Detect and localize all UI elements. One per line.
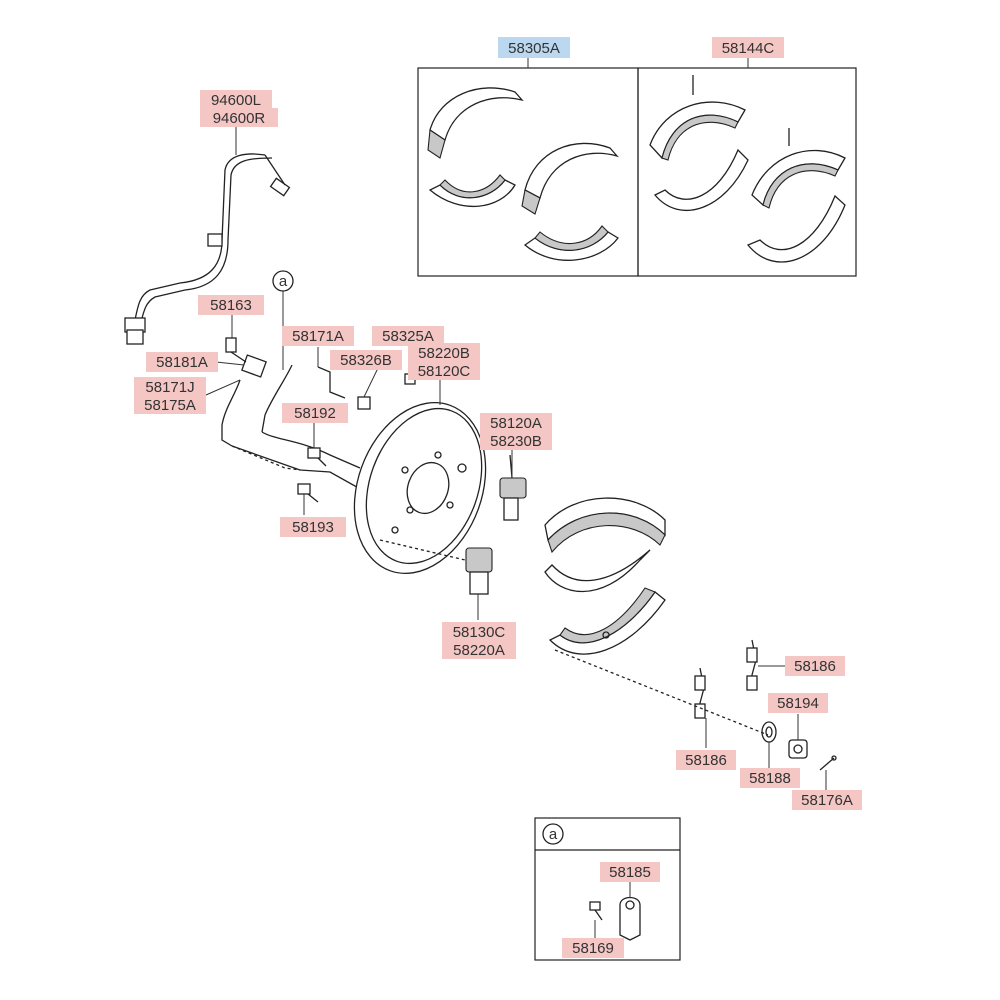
svg-text:58186: 58186: [685, 752, 727, 769]
brake-hose: [124, 153, 291, 345]
svg-text:58163: 58163: [210, 297, 252, 314]
return-springs: [694, 639, 758, 719]
part-label-58144C[interactable]: 58144C: [712, 37, 784, 58]
svg-text:58220B: 58220B: [418, 345, 470, 362]
part-label-58171A[interactable]: 58171A: [282, 326, 354, 346]
svg-text:58130C: 58130C: [453, 624, 506, 641]
svg-text:58188: 58188: [749, 770, 791, 787]
assembly-lines: [231, 445, 769, 736]
leader-lines: [205, 58, 827, 938]
svg-text:58176A: 58176A: [801, 792, 853, 809]
svg-text:58181A: 58181A: [156, 354, 208, 371]
part-label-58120A[interactable]: 58120A: [480, 413, 552, 432]
svg-text:94600L: 94600L: [211, 92, 261, 109]
part-label-58305A[interactable]: 58305A: [498, 37, 570, 58]
svg-text:58194: 58194: [777, 695, 819, 712]
part-label-58130C[interactable]: 58130C: [442, 622, 516, 641]
part-label-58220A[interactable]: 58220A: [442, 640, 516, 659]
svg-text:58186: 58186: [794, 658, 836, 675]
part-label-58230B[interactable]: 58230B: [480, 431, 552, 450]
inset-box: a: [534, 817, 681, 961]
svg-text:58220A: 58220A: [453, 642, 505, 659]
part-label-58181A[interactable]: 58181A: [146, 352, 218, 372]
brake-shoe-assembly: [544, 497, 666, 655]
part-label-58194[interactable]: 58194: [768, 693, 828, 713]
part-label-58175A[interactable]: 58175A: [134, 395, 206, 414]
adjuster-pin: [819, 755, 837, 771]
part-label-58188[interactable]: 58188: [740, 768, 800, 788]
part-label-58186-upper[interactable]: 58186: [785, 656, 845, 676]
detail-a-callout: a: [272, 270, 294, 370]
washer: [761, 721, 777, 743]
svg-text:58171A: 58171A: [292, 328, 344, 345]
svg-text:58120A: 58120A: [490, 415, 542, 432]
svg-text:94600R: 94600R: [213, 110, 266, 127]
part-label-58176A[interactable]: 58176A: [792, 790, 862, 810]
svg-text:58230B: 58230B: [490, 433, 542, 450]
backing-plate: [353, 401, 487, 575]
svg-text:58326B: 58326B: [340, 352, 392, 369]
brake-lining-kit-box: [637, 67, 857, 277]
detail-a-letter: a: [279, 273, 288, 290]
part-label-58171J[interactable]: 58171J: [134, 377, 206, 396]
part-label-58220B[interactable]: 58220B: [408, 343, 480, 362]
part-label-94600L[interactable]: 94600L: [200, 90, 272, 109]
wheel-cylinder-lower: [465, 547, 493, 595]
svg-text:58193: 58193: [292, 519, 334, 536]
part-label-58326B[interactable]: 58326B: [330, 350, 402, 370]
svg-text:58185: 58185: [609, 864, 651, 881]
part-label-58192[interactable]: 58192: [282, 403, 348, 423]
brake-shoe-kit-box: [417, 67, 639, 277]
part-label-58186-lower[interactable]: 58186: [676, 750, 736, 770]
svg-text:58175A: 58175A: [144, 397, 196, 414]
part-label-58163[interactable]: 58163: [198, 295, 264, 315]
part-label-58169[interactable]: 58169: [562, 938, 624, 958]
svg-text:58144C: 58144C: [722, 40, 775, 57]
svg-text:58325A: 58325A: [382, 328, 434, 345]
part-label-94600R[interactable]: 94600R: [200, 108, 278, 127]
inset-a-letter: a: [549, 826, 558, 843]
part-label-58193[interactable]: 58193: [280, 517, 346, 537]
wheel-cylinder-upper: [499, 454, 527, 521]
part-label-58185[interactable]: 58185: [600, 862, 660, 882]
svg-text:58192: 58192: [294, 405, 336, 422]
nut: [788, 739, 808, 759]
svg-text:58305A: 58305A: [508, 40, 560, 57]
svg-text:58120C: 58120C: [418, 363, 471, 380]
part-label-58120C[interactable]: 58120C: [408, 361, 480, 380]
svg-text:58169: 58169: [572, 940, 614, 957]
part-label-58325A[interactable]: 58325A: [372, 326, 444, 346]
svg-text:58171J: 58171J: [145, 379, 194, 396]
